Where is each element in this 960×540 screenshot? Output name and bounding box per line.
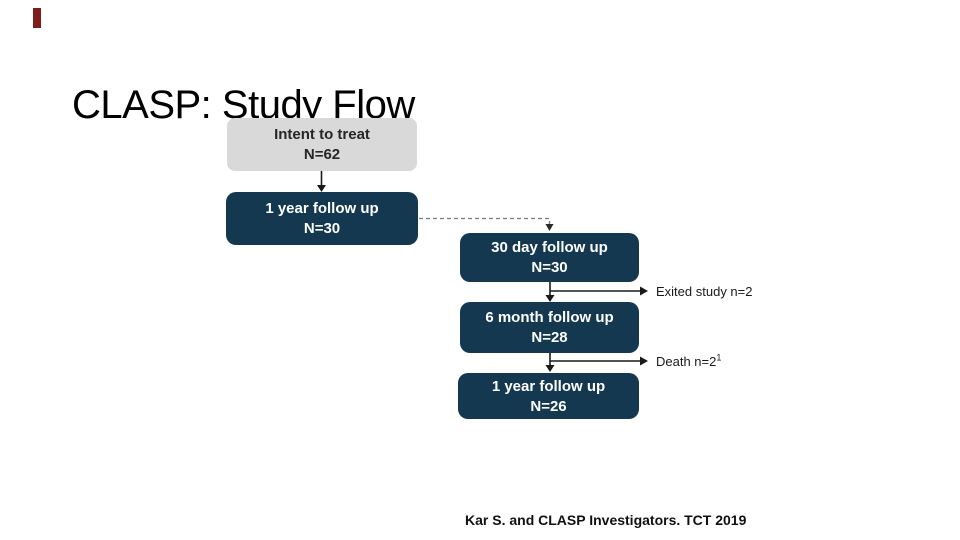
flow-box-intent-to-treat: Intent to treat N=62 <box>227 118 417 171</box>
flow-box-count: N=30 <box>531 259 568 276</box>
citation-text: Kar S. and CLASP Investigators. TCT 2019 <box>465 512 747 528</box>
flow-box-count: N=26 <box>530 397 567 415</box>
annotation-superscript: 1 <box>716 352 722 363</box>
flow-box-6-month-follow-up: 6 month follow up N=28 <box>460 302 639 353</box>
flow-box-label: 30 day follow up <box>491 239 608 256</box>
flow-box-30-day-follow-up: 30 day follow up N=30 <box>460 233 639 282</box>
flow-box-label: Intent to treat <box>274 126 370 143</box>
flow-box-1-year-follow-up-n26: 1 year follow up N=26 <box>458 373 639 419</box>
arrow-6mo-to-1yr <box>545 353 648 372</box>
flow-box-1-year-follow-up-n30: 1 year follow up N=30 <box>226 192 418 245</box>
arrow-intent-to-1yr <box>317 171 326 192</box>
dashed-connector-1yr-to-30day <box>419 217 554 231</box>
slide-accent-mark <box>33 8 41 28</box>
flow-box-label: 6 month follow up <box>485 309 614 326</box>
flow-box-count: N=62 <box>303 146 341 163</box>
annotation-exited-study: Exited study n=2 <box>656 284 752 299</box>
annotation-label: Death n=2 <box>656 354 717 369</box>
flow-box-count: N=30 <box>303 220 341 237</box>
flow-box-label: 1 year follow up <box>265 200 379 217</box>
annotation-label: Exited study n=2 <box>656 284 753 299</box>
flow-box-count: N=28 <box>531 329 568 346</box>
flow-box-label: 1 year follow up <box>491 377 606 395</box>
annotation-death: Death n=21 <box>656 352 722 369</box>
arrow-30day-to-6mo <box>545 282 648 302</box>
